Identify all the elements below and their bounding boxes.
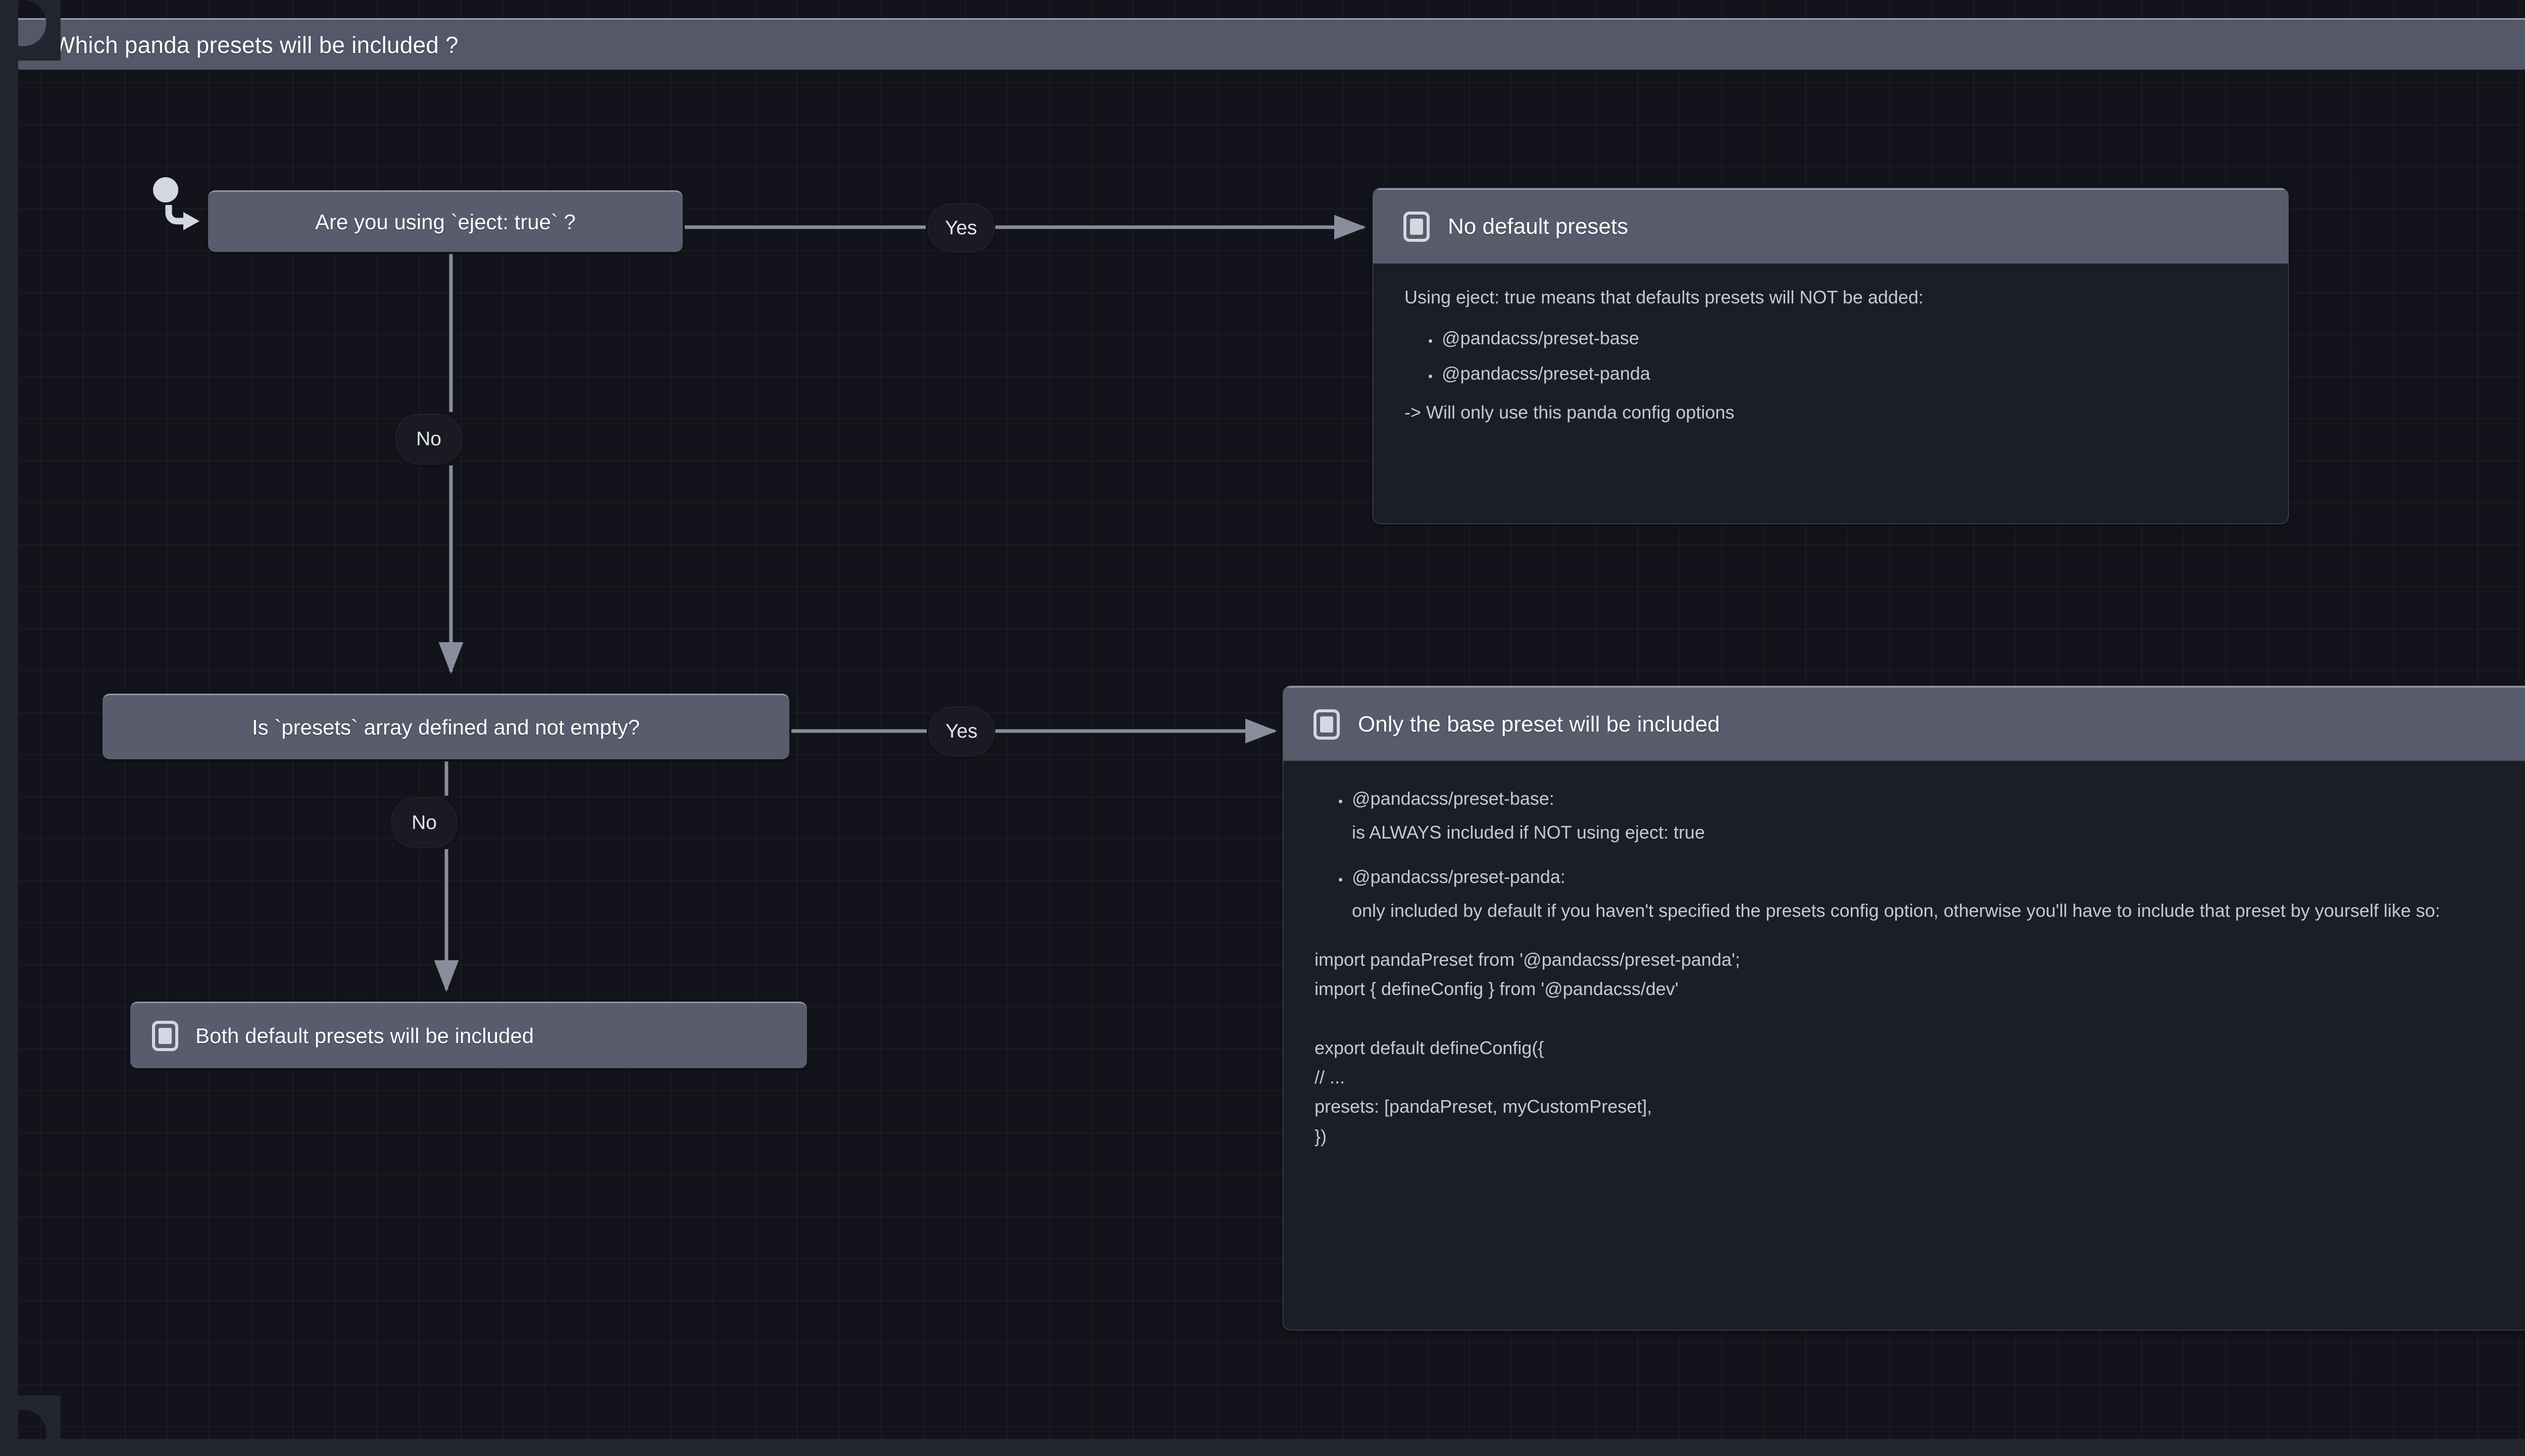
panel-intro-text: Using eject: true means that defaults pr…	[1404, 287, 1924, 307]
window-frame-corner-bottom-left	[0, 1395, 61, 1456]
list-item: @pandacss/preset-panda: only included by…	[1349, 863, 2525, 924]
note-square-icon	[152, 1020, 178, 1051]
panel-base-preset-only-body: @pandacss/preset-base: is ALWAYS include…	[1283, 761, 2525, 1171]
window-frame-bottom	[0, 1439, 2525, 1456]
preset-name: @pandacss/preset-base:	[1352, 788, 1554, 809]
note-square-icon	[1314, 709, 1340, 740]
edge-label-no-presets-text: No	[412, 812, 437, 834]
preset-list: @pandacss/preset-base @pandacss/preset-p…	[1404, 325, 2257, 388]
list-item: @pandacss/preset-base: is ALWAYS include…	[1349, 785, 2525, 846]
panel-base-preset-only[interactable]: Only the base preset will be included @p…	[1283, 686, 2525, 1330]
edge-label-yes-presets-text: Yes	[945, 720, 978, 742]
panel-no-default-presets[interactable]: No default presets Using eject: true mea…	[1373, 188, 2289, 524]
diagram-title-bar[interactable]: Which panda presets will be included ?	[18, 18, 2525, 70]
note-square-icon	[1403, 212, 1430, 242]
list-item: @pandacss/preset-base	[1439, 325, 2257, 352]
edge-label-yes-presets[interactable]: Yes	[929, 707, 994, 756]
panel-no-default-presets-body: Using eject: true means that defaults pr…	[1373, 264, 2288, 447]
panel-no-default-presets-title: No default presets	[1448, 214, 1629, 239]
edge-label-yes-eject[interactable]: Yes	[928, 203, 994, 252]
page-title: Which panda presets will be included ?	[53, 31, 459, 58]
edge-label-yes-eject-text: Yes	[945, 217, 977, 239]
panel-outro-text: -> Will only use this panda config optio…	[1404, 402, 1735, 423]
node-both-default-presets-label: Both default presets will be included	[195, 1023, 534, 1048]
node-eject-question[interactable]: Are you using `eject: true` ?	[208, 190, 683, 252]
preset-name: @pandacss/preset-panda:	[1352, 866, 1566, 888]
start-circle-arrow-icon	[153, 177, 199, 230]
node-presets-question-label: Is `presets` array defined and not empty…	[251, 715, 640, 739]
panel-base-preset-only-header: Only the base preset will be included	[1283, 686, 2525, 761]
panel-base-preset-only-title: Only the base preset will be included	[1358, 711, 1720, 737]
config-code-block: import pandaPreset from '@pandacss/prese…	[1315, 949, 1740, 1147]
list-item: @pandacss/preset-panda	[1439, 360, 2257, 388]
edge-label-no-eject[interactable]: No	[395, 414, 462, 464]
preset-detail: is ALWAYS included if NOT using eject: t…	[1352, 821, 1705, 843]
node-presets-question[interactable]: Is `presets` array defined and not empty…	[103, 694, 789, 759]
preset-list: @pandacss/preset-base: is ALWAYS include…	[1315, 785, 2525, 925]
node-eject-question-label: Are you using `eject: true` ?	[315, 210, 576, 234]
edge-label-no-presets[interactable]: No	[391, 798, 457, 848]
edge-label-no-eject-text: No	[416, 428, 441, 450]
panel-no-default-presets-header: No default presets	[1373, 188, 2288, 264]
window-frame-left	[0, 0, 18, 1456]
preset-detail: only included by default if you haven't …	[1352, 900, 2441, 921]
node-both-default-presets[interactable]: Both default presets will be included	[130, 1002, 807, 1068]
